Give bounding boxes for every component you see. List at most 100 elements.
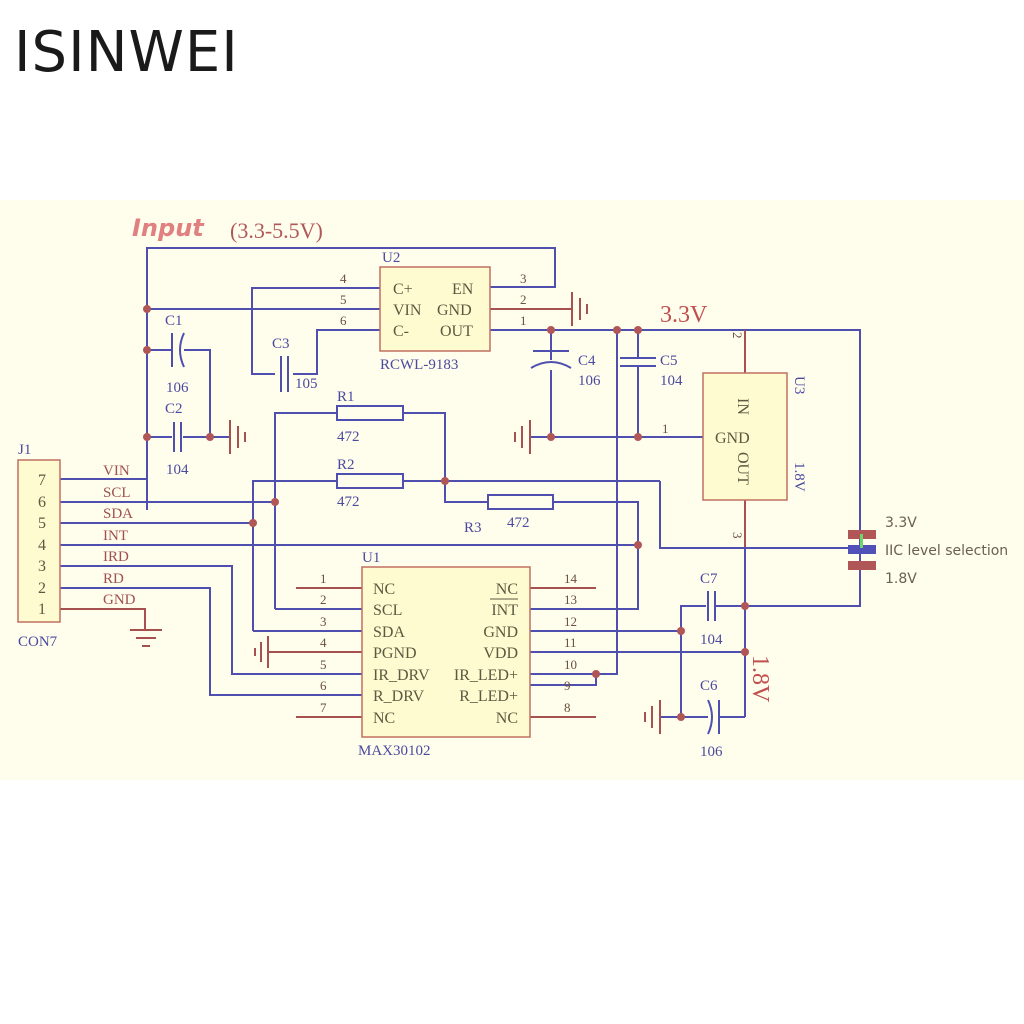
svg-text:GND: GND <box>715 430 750 447</box>
svg-text:4: 4 <box>340 271 347 286</box>
svg-text:NC: NC <box>373 710 395 727</box>
svg-text:8: 8 <box>564 700 571 715</box>
ground-icon <box>254 636 269 668</box>
svg-text:VIN: VIN <box>103 463 130 479</box>
capacitor-c3: C3 105 <box>272 336 318 392</box>
svg-text:106: 106 <box>166 380 189 396</box>
svg-text:U3: U3 <box>791 376 807 394</box>
capacitor-c7: C7 104 <box>700 571 723 648</box>
svg-text:C+: C+ <box>393 281 413 298</box>
svg-text:104: 104 <box>166 462 189 478</box>
svg-text:4: 4 <box>38 537 46 554</box>
svg-text:SCL: SCL <box>373 602 402 619</box>
svg-text:C3: C3 <box>272 336 290 352</box>
svg-text:VIN: VIN <box>393 302 422 319</box>
svg-text:C4: C4 <box>578 353 596 369</box>
svg-text:SCL: SCL <box>103 485 131 501</box>
svg-text:1: 1 <box>520 313 527 328</box>
svg-text:R_LED+: R_LED+ <box>459 688 518 705</box>
svg-text:1.8V: 1.8V <box>885 571 917 587</box>
svg-text:C2: C2 <box>165 401 183 417</box>
svg-text:1: 1 <box>320 571 327 586</box>
svg-text:472: 472 <box>337 494 360 510</box>
svg-text:IR_DRV: IR_DRV <box>373 667 430 684</box>
capacitor-c2: C2 104 <box>165 401 189 478</box>
svg-text:5: 5 <box>38 515 46 532</box>
svg-text:IN: IN <box>734 398 751 415</box>
svg-text:106: 106 <box>700 744 723 760</box>
svg-text:C7: C7 <box>700 571 718 587</box>
resistors: R1 472 R2 472 R3 472 <box>336 389 554 536</box>
svg-text:2: 2 <box>520 292 527 307</box>
svg-text:105: 105 <box>295 376 318 392</box>
rail-1v8-label: 1.8V <box>747 655 773 703</box>
svg-text:R2: R2 <box>337 457 355 473</box>
svg-text:12: 12 <box>564 614 577 629</box>
iic-level-jumper[interactable]: 3.3V IIC level selection 1.8V <box>848 515 1008 587</box>
rail-3v3-label: 3.3V <box>660 302 708 328</box>
svg-text:CON7: CON7 <box>18 634 58 650</box>
svg-text:R3: R3 <box>464 520 482 536</box>
svg-text:PGND: PGND <box>373 645 417 662</box>
svg-text:IRD: IRD <box>103 549 129 565</box>
capacitor-c6: C6 106 <box>700 678 723 760</box>
svg-text:9: 9 <box>564 678 571 693</box>
svg-text:2: 2 <box>730 332 745 339</box>
svg-text:U2: U2 <box>382 250 400 266</box>
svg-text:472: 472 <box>507 515 530 531</box>
svg-text:3: 3 <box>520 271 527 286</box>
input-label: Input <box>132 214 205 242</box>
ground-icon <box>644 700 661 734</box>
ground-symbols <box>130 292 661 734</box>
svg-text:R1: R1 <box>337 389 355 405</box>
resistor-r1: R1 472 <box>336 389 404 445</box>
brand-logo: ISINWEI <box>14 20 239 85</box>
svg-text:MAX30102: MAX30102 <box>358 743 431 759</box>
svg-text:11: 11 <box>564 635 577 650</box>
svg-text:SDA: SDA <box>373 624 405 641</box>
ground-icon <box>514 420 531 454</box>
svg-text:U1: U1 <box>362 550 380 566</box>
svg-text:5: 5 <box>320 657 327 672</box>
ground-icon <box>571 292 588 326</box>
svg-text:C6: C6 <box>700 678 718 694</box>
svg-text:7: 7 <box>320 700 327 715</box>
svg-text:14: 14 <box>564 571 578 586</box>
svg-text:3.3V: 3.3V <box>885 515 917 531</box>
svg-text:RD: RD <box>103 571 124 587</box>
chip-u3: GND IN OUT U3 1.8V 2 1 3 <box>662 332 807 539</box>
svg-text:104: 104 <box>700 632 723 648</box>
svg-text:C5: C5 <box>660 353 678 369</box>
svg-text:GND: GND <box>437 302 472 319</box>
svg-text:472: 472 <box>337 429 360 445</box>
svg-text:104: 104 <box>660 373 683 389</box>
svg-text:7: 7 <box>38 472 46 489</box>
svg-text:106: 106 <box>578 373 601 389</box>
ground-icon <box>229 420 246 454</box>
svg-text:2: 2 <box>38 580 46 597</box>
svg-text:VDD: VDD <box>483 645 518 662</box>
svg-text:RCWL-9183: RCWL-9183 <box>380 357 458 373</box>
svg-text:NC: NC <box>496 710 518 727</box>
svg-text:C1: C1 <box>165 313 183 329</box>
svg-text:3: 3 <box>730 532 745 539</box>
svg-text:13: 13 <box>564 592 577 607</box>
svg-text:SDA: SDA <box>103 506 133 522</box>
svg-text:NC: NC <box>373 581 395 598</box>
svg-text:1: 1 <box>38 601 46 618</box>
svg-text:GND: GND <box>483 624 518 641</box>
svg-text:IR_LED+: IR_LED+ <box>454 667 518 684</box>
svg-text:OUT: OUT <box>734 452 751 485</box>
input-range: (3.3-5.5V) <box>230 218 323 243</box>
svg-text:1: 1 <box>662 421 669 436</box>
resistor-r2: R2 472 <box>336 457 404 510</box>
svg-text:5: 5 <box>340 292 347 307</box>
svg-text:2: 2 <box>320 592 327 607</box>
